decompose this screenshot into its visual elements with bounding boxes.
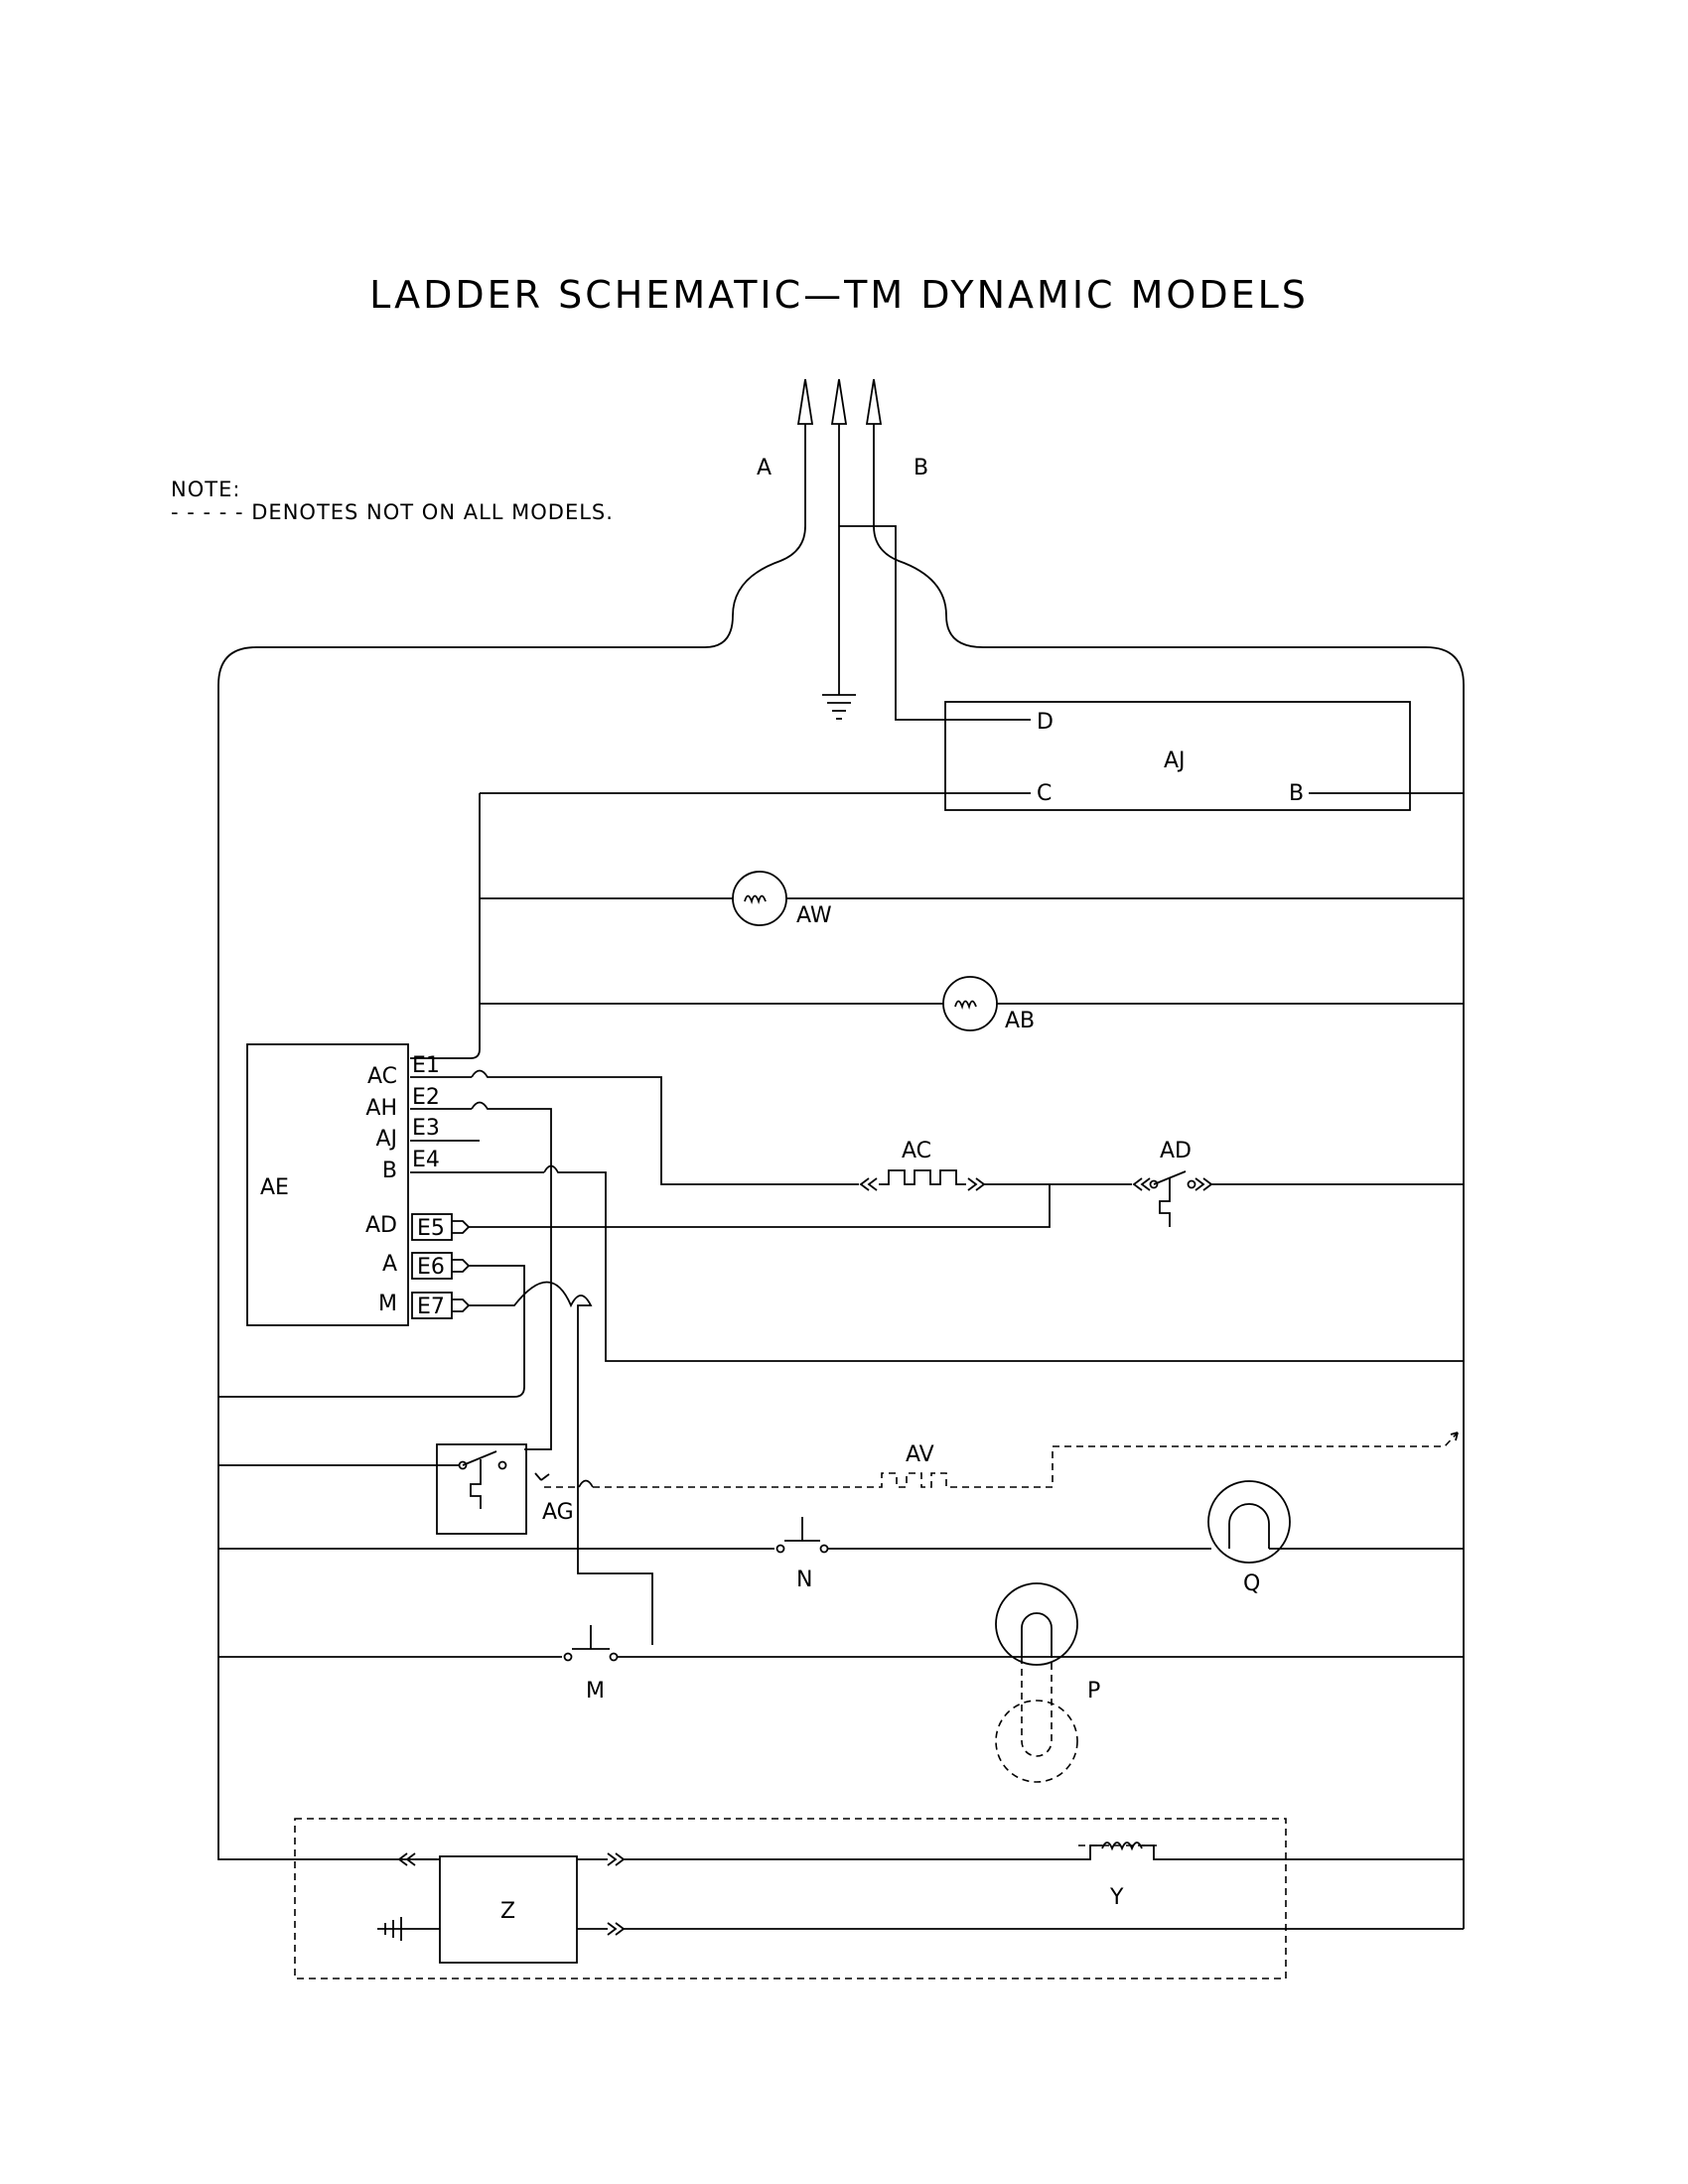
supply-line-b-label: B (914, 456, 928, 480)
ae-pin-ac: AC (367, 1064, 397, 1089)
ae-pin-aj: AJ (375, 1127, 397, 1152)
ae-label: AE (260, 1175, 289, 1200)
ground-icon (822, 694, 856, 720)
terminal-e7: E7 (417, 1295, 445, 1319)
p-label: P (1087, 1679, 1100, 1704)
terminal-e3: E3 (412, 1116, 440, 1141)
aj-terminal-b: B (1289, 781, 1304, 806)
ag-label: AG (542, 1500, 574, 1525)
note-text: - - - - - DENOTES NOT ON ALL MODELS. (171, 500, 614, 524)
q-lamp-icon (1207, 1480, 1291, 1564)
ad-label: AD (1160, 1139, 1192, 1163)
supply-cord (217, 378, 1465, 1929)
aw-lamp-icon (732, 871, 787, 926)
terminal-e6: E6 (417, 1255, 445, 1280)
ae-control-board (246, 1043, 409, 1326)
ac-label: AC (902, 1139, 931, 1163)
terminal-e2: E2 (412, 1085, 440, 1110)
terminal-e5: E5 (417, 1216, 445, 1241)
supply-line-a-label: A (757, 456, 772, 480)
ae-pin-ah: AH (365, 1096, 397, 1121)
diagram-title: LADDER SCHEMATIC—TM DYNAMIC MODELS (369, 273, 1309, 317)
terminal-e1: E1 (412, 1053, 440, 1078)
ab-lamp-icon (942, 976, 998, 1031)
av-label: AV (906, 1442, 934, 1467)
p-lamp-icon (995, 1582, 1078, 1783)
m-switch-icon (563, 1625, 619, 1662)
aj-box (944, 701, 1411, 811)
m-label: M (586, 1679, 605, 1704)
z-box (439, 1855, 578, 1964)
aw-label: AW (796, 903, 832, 928)
n-switch-icon (775, 1517, 829, 1554)
ae-pin-ad: AD (365, 1213, 397, 1238)
note-heading: NOTE: (171, 478, 240, 501)
aj-terminal-c: C (1037, 781, 1052, 806)
ad-thermostat-icon (1132, 1170, 1213, 1227)
aj-label: AJ (1164, 749, 1186, 773)
ae-pin-b: B (382, 1159, 397, 1183)
z-label: Z (500, 1899, 515, 1924)
aj-terminal-d: D (1037, 710, 1054, 735)
y-label: Y (1109, 1885, 1124, 1910)
ag-switch-icon (436, 1443, 527, 1535)
chassis-ground-icon (377, 1917, 440, 1941)
ae-pin-m: M (378, 1292, 397, 1316)
ae-pin-a: A (382, 1252, 397, 1277)
ab-label: AB (1005, 1009, 1035, 1033)
terminal-e4: E4 (412, 1148, 440, 1172)
q-label: Q (1243, 1571, 1260, 1596)
ac-heater-icon (859, 1169, 986, 1191)
n-label: N (796, 1568, 812, 1592)
optional-module-box (294, 1818, 1287, 1979)
